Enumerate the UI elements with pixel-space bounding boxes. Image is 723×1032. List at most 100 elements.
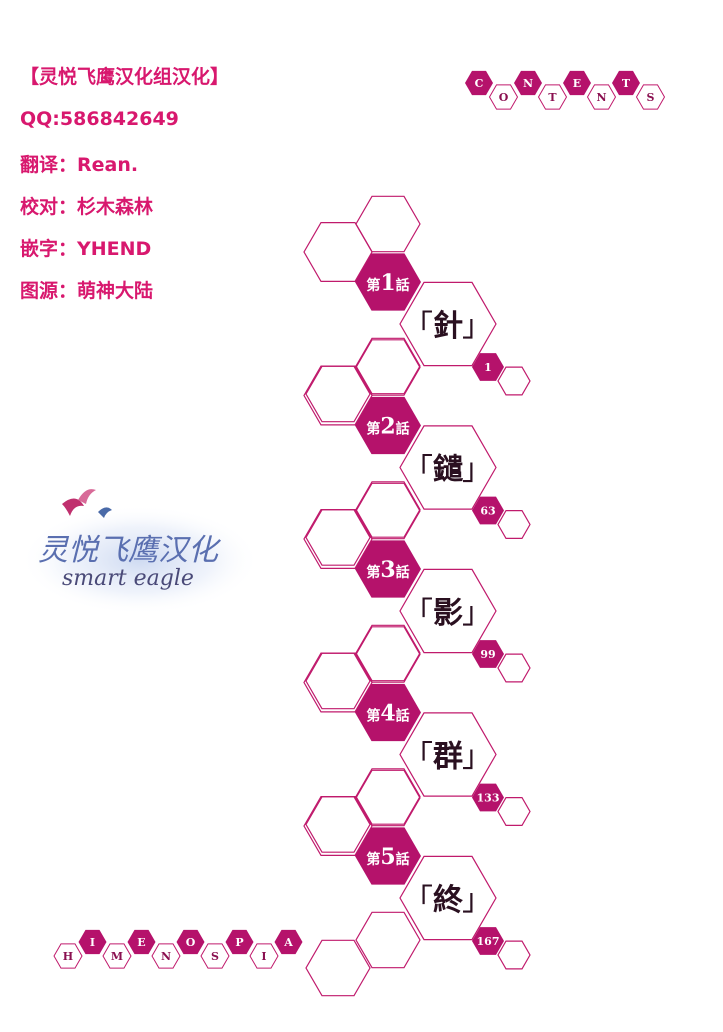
footer-letter: M [111,950,123,963]
chapter-title: 針 [433,309,463,344]
chapter-entry: 第1話「針」 1 [303,195,531,423]
credit-translator: 翻译：Rean. [20,154,139,176]
logo-bird-icon [62,489,112,518]
title-hex [399,712,497,797]
outline-hex [355,481,421,538]
contents-letter: E [573,77,581,90]
footer-letter: A [283,936,293,949]
outline-hex [497,510,531,540]
chapter-entry: 第2話「鑓」63 [303,339,531,566]
contents-letter-hex: O [488,84,519,110]
bracket-open: 「 [403,883,433,918]
contents-letter-hex: T [612,70,640,96]
bracket-open: 「 [403,309,433,344]
chapter-label: 第2話 [366,414,409,440]
contents-letter-hex: N [514,70,542,96]
chapter-title: 群 [433,740,463,775]
footer-letter: O [186,936,196,949]
chapter-label: 第4話 [366,701,409,727]
credit-qq: QQ:586842649 [20,108,179,130]
group-logo: 灵悦飞鹰汉化 smart eagle [20,489,260,615]
page-number-hex [472,783,504,812]
bracket-close: 」 [462,883,492,918]
chapter-page-number: 1 [484,361,492,374]
outline-hex [497,653,531,683]
credit-group-name: 【灵悦飞鹰汉化组汉化】 [20,66,230,88]
footer-letter: H [63,950,73,963]
contents-letter-hex: E [563,70,591,96]
chapter-title: 終 [433,883,463,918]
chapter-entry: 第4話「群」133 [303,626,531,853]
contents-letter-hex: T [537,84,568,110]
chapter-label-hex [355,683,421,742]
table-of-contents: 第1話「針」1第2話「鑓」63第3話「影」99第4話「群」133第5話「終」16… [303,195,531,997]
credit-proofreader: 校对：杉木森林 [20,196,154,218]
contents-letter: T [622,77,631,90]
footer-letter: I [90,936,95,949]
chapter-label: 第3話 [366,557,409,583]
contents-letter: N [596,91,606,104]
contents-letter-hex: C [465,70,493,96]
chapter-page-number: 167 [477,935,500,948]
outline-hex [303,365,373,426]
chapter-label: 第5話 [366,844,409,870]
contents-letter: N [523,77,533,90]
outline-hex [355,482,421,540]
footer-letter-hex: O [176,929,205,955]
bracket-close: 」 [462,596,492,631]
outline-hex [355,626,421,683]
outline-hex [305,939,371,997]
chapter-label-hex [355,827,421,885]
outline-hex [355,624,421,682]
footer-letter: I [261,950,266,963]
outline-hex [355,911,421,969]
bracket-close: 」 [462,740,492,775]
contents-letter: C [475,77,484,90]
bracket-open: 「 [403,453,433,488]
bracket-close: 」 [462,453,492,488]
outline-hex [303,652,373,713]
credit-source: 图源：萌神大陆 [20,280,154,302]
footer-letter: E [137,936,145,949]
chapter-label-hex [355,540,421,598]
title-hex [399,281,497,367]
bracket-open: 「 [403,596,433,631]
credit-typesetter: 嵌字：YHEND [20,238,152,260]
footer-letter-hex: P [225,929,254,955]
outline-hex [355,768,421,825]
page-number-hex [472,353,504,381]
footer-letter-hex: A [274,929,303,955]
bracket-close: 」 [462,309,492,344]
logo-glow [20,505,260,615]
chapter-entry: 第3話「影」99 [303,482,531,710]
chapter-label: 第1話 [366,270,409,296]
chapter-label-hex [355,396,421,455]
footer-letter-hex: H [53,943,83,969]
logo-chinese-text: 灵悦飞鹰汉化 [38,533,222,568]
chapter-page-number: 133 [477,792,500,805]
page-number-hex [472,640,504,668]
chapter-title: 鑓 [433,453,464,488]
footer-letter-hex: E [127,929,156,955]
outline-hex [497,796,531,827]
footer-letter-hex: N [151,943,181,969]
outline-hex [497,366,531,396]
chapter-title: 影 [433,596,463,631]
footer-letter-hex: I [249,943,279,969]
footer-letter: S [211,950,219,963]
footer-title-hexes: H I M E N O S P I A [53,929,303,969]
outline-hex [497,940,531,970]
footer-letter-hex: M [102,943,132,969]
logo-english-text: smart eagle [62,566,194,591]
footer-letter-hex: S [200,943,230,969]
footer-letter: P [235,936,243,949]
page-number-hex [472,927,504,955]
outline-hex [355,769,421,827]
outline-hex [355,337,421,395]
footer-letter: N [161,950,171,963]
outline-hex [355,195,421,253]
chapter-label-hex [355,253,421,311]
footer-letter-hex: I [78,929,107,955]
